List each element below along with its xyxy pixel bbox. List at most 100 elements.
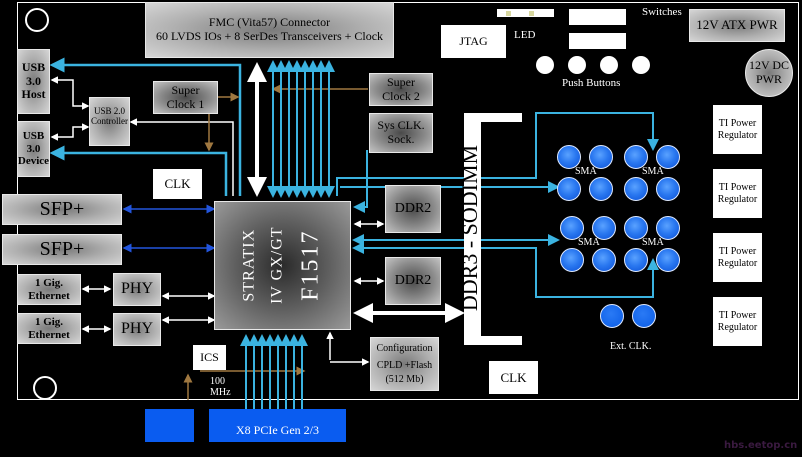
ti-power-regulator-3: TI Power Regulator — [713, 233, 762, 282]
pcie-lanes — [240, 334, 308, 424]
fmc-title: FMC (Vita57) Connector — [208, 15, 331, 30]
sma-connector[interactable] — [624, 248, 648, 272]
regulator-1-vendor: TI Power — [718, 117, 757, 129]
sma-label-3: SMA — [578, 237, 600, 248]
phy-1-label: PHY — [120, 280, 153, 298]
sma-connector[interactable] — [589, 145, 613, 169]
fpga-stratix-iv: STRATIX IV GX/GT F1517 — [214, 201, 351, 330]
sma-connector[interactable] — [624, 145, 648, 169]
ddr2-1-label: DDR2 — [394, 200, 432, 216]
sfp-port-2: SFP+ — [2, 234, 122, 265]
regulator-2-vendor: TI Power — [718, 181, 757, 193]
ext-clk-connector-2[interactable] — [632, 304, 656, 328]
sma-connector[interactable] — [656, 177, 680, 201]
ti-power-regulator-1: TI Power Regulator — [713, 105, 762, 154]
regulator-1-label: Regulator — [717, 129, 758, 141]
sma-label-1: SMA — [575, 166, 597, 177]
jtag-header[interactable]: JTAG — [441, 25, 506, 58]
regulator-4-vendor: TI Power — [718, 309, 757, 321]
push-button-1[interactable] — [536, 56, 554, 74]
usb3-device-type: Device — [17, 155, 50, 168]
dc-power-label: PWR — [755, 72, 782, 86]
ics-clock: ICS — [193, 345, 226, 370]
regulator-3-vendor: TI Power — [718, 245, 757, 257]
ethernet-links — [81, 285, 216, 333]
atx-power-label: 12V ATX PWR — [696, 17, 778, 33]
sma-connector[interactable] — [560, 248, 584, 272]
ethernet-port-2: 1 Gig. Ethernet — [17, 313, 81, 344]
ddr3-sodimm — [464, 113, 481, 345]
clk-bottom-label: CLK — [500, 369, 527, 385]
switch-1[interactable] — [569, 9, 626, 25]
push-button-4[interactable] — [632, 56, 650, 74]
ics-frequency-value: 100 — [210, 376, 225, 387]
usb3-host-version: 3.0 — [26, 73, 41, 88]
super-clock-1-number: Clock 1 — [166, 96, 205, 111]
sfp-port-2-label: SFP+ — [39, 238, 85, 260]
ddr2-2-label: DDR2 — [394, 272, 432, 288]
switch-2[interactable] — [569, 33, 626, 49]
regulator-3-label: Regulator — [717, 257, 758, 269]
sma-connector[interactable] — [589, 177, 613, 201]
led-2 — [529, 11, 534, 16]
phy-2: PHY — [113, 313, 161, 346]
config-parts: CPLD +Flash — [376, 360, 433, 372]
sma-connector[interactable] — [557, 177, 581, 201]
sma-connector[interactable] — [557, 145, 581, 169]
regulator-4-label: Regulator — [717, 321, 758, 333]
ddr3-sodimm-bottom-tab — [464, 336, 522, 345]
fmc-connector: FMC (Vita57) Connector 60 LVDS IOs + 8 S… — [145, 2, 394, 58]
config-link — [326, 331, 370, 366]
sma-connector[interactable] — [624, 177, 648, 201]
jtag-label: JTAG — [459, 34, 488, 49]
clk-top: CLK — [153, 169, 202, 199]
usb2-controller: USB 2.0 Controller — [89, 97, 130, 146]
ics-frequency: 100 MHz — [210, 376, 231, 398]
sys-clk-label: Sys CLK. — [377, 118, 425, 133]
sys-clk-socket-label: Sock. — [387, 132, 415, 146]
usb-device-link — [49, 145, 228, 196]
usb3-host-type: Host — [21, 87, 46, 102]
pcie-edge-tab — [145, 409, 194, 442]
pcie-label: X8 PCIe Gen 2/3 — [236, 423, 319, 437]
sfp-port-1-label: SFP+ — [39, 198, 85, 220]
sma-connector[interactable] — [592, 216, 616, 240]
usb3-host: USB 3.0 Host — [17, 49, 50, 114]
push-button-2[interactable] — [568, 56, 586, 74]
configuration-cpld-flash: Configuration CPLD +Flash (512 Mb) — [370, 337, 439, 391]
super-clock-2-label: Super — [387, 74, 415, 89]
ddr2-1: DDR2 — [385, 185, 441, 233]
sma-connector[interactable] — [656, 248, 680, 272]
usb3-device-label: USB — [22, 130, 45, 143]
super-clock-2: Super Clock 2 — [369, 73, 433, 106]
ti-power-regulator-2: TI Power Regulator — [713, 169, 762, 218]
sma-connector[interactable] — [656, 145, 680, 169]
sma-connector[interactable] — [592, 248, 616, 272]
ddr2-2: DDR2 — [385, 257, 441, 305]
atx-power-connector: 12V ATX PWR — [689, 9, 785, 42]
dc-power-voltage: 12V DC — [748, 58, 790, 73]
dc-power-jack: 12V DC PWR — [745, 49, 793, 97]
config-size: (512 Mb) — [385, 373, 424, 385]
led-1 — [506, 11, 511, 16]
ddr3-sodimm-label: DDR3 - SODIMM — [457, 144, 482, 312]
usb2-links — [50, 76, 234, 196]
super-clock-2-number: Clock 2 — [382, 88, 420, 103]
ics-label: ICS — [200, 350, 219, 365]
config-title: Configuration — [376, 342, 433, 354]
watermark: hbs.eetop.cn — [724, 440, 798, 451]
sma-connector[interactable] — [656, 216, 680, 240]
ics-frequency-unit: MHz — [210, 387, 231, 398]
sma-connector[interactable] — [560, 216, 584, 240]
fmc-serdes-links — [267, 60, 659, 213]
super-clock-1: Super Clock 1 — [153, 81, 218, 114]
usb3-device-version: 3.0 — [26, 142, 41, 155]
ext-clk-connector-1[interactable] — [600, 304, 624, 328]
sfp-port-1: SFP+ — [2, 194, 122, 225]
sma-label-2: SMA — [642, 166, 664, 177]
push-button-3[interactable] — [600, 56, 618, 74]
clk-bottom: CLK — [489, 361, 538, 394]
sma-connector[interactable] — [624, 216, 648, 240]
led-label: LED — [514, 29, 536, 41]
